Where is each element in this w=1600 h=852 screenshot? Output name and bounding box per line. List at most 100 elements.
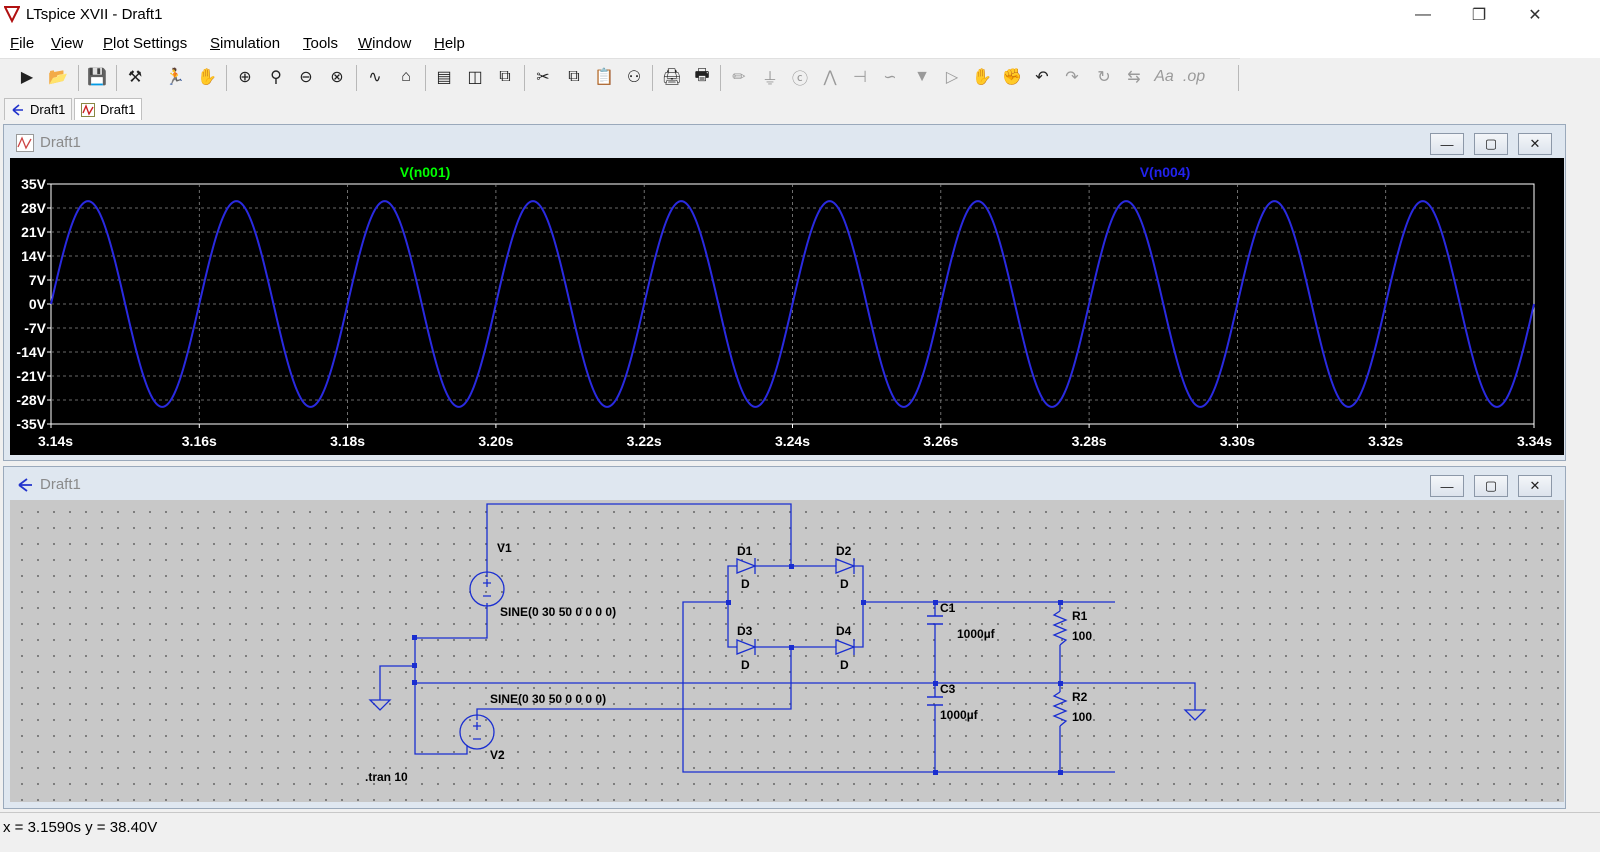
voltage-source-v1[interactable] xyxy=(469,571,505,607)
zoom-cancel-icon[interactable]: ⊗ xyxy=(330,69,344,86)
label-d4[interactable]: D4 xyxy=(836,624,852,638)
run-simulation-icon[interactable]: 🏃 xyxy=(165,69,185,86)
drag-icon[interactable]: ✊ xyxy=(1002,69,1022,86)
zoom-out-icon[interactable]: ⊖ xyxy=(299,69,313,86)
undo-icon[interactable]: ↶ xyxy=(1035,69,1049,86)
wire[interactable] xyxy=(415,682,1196,710)
copy-icon[interactable]: ⧉ xyxy=(568,68,580,85)
label-v2[interactable]: V2 xyxy=(490,748,505,762)
resistor-icon[interactable]: ⋀ xyxy=(823,69,837,86)
minimize-button[interactable]: — xyxy=(1400,0,1446,30)
draw-wire-icon[interactable]: ✏ xyxy=(732,69,746,86)
label-d2[interactable]: D2 xyxy=(836,544,852,558)
tile-vertical-icon[interactable]: ◫ xyxy=(467,69,483,86)
find-icon[interactable]: ⚇ xyxy=(626,69,642,86)
label-d1[interactable]: D1 xyxy=(737,544,753,558)
voltage-source-v2[interactable] xyxy=(459,714,495,750)
label-r1-value[interactable]: 100 xyxy=(1072,629,1092,643)
save-icon[interactable]: 💾 xyxy=(87,69,107,86)
capacitor-c1[interactable] xyxy=(927,615,943,625)
waveform-window-titlebar[interactable]: Draft1 — ▢ ✕ xyxy=(4,125,1565,159)
schematic-window-titlebar[interactable]: Draft1 — ▢ ✕ xyxy=(4,467,1565,501)
label-r2[interactable]: R2 xyxy=(1072,690,1088,704)
menu-window[interactable]: Window xyxy=(358,35,412,52)
label-net-icon[interactable]: ⓒ xyxy=(791,71,808,88)
resistor-r2[interactable] xyxy=(1052,691,1068,727)
schematic-drawing[interactable]: V1 SINE(0 30 50 0 0 0 0) SINE(0 30 50 0 … xyxy=(10,500,1564,802)
close-button[interactable]: ✕ xyxy=(1512,0,1558,30)
label-d3[interactable]: D3 xyxy=(737,624,753,638)
label-d3-model[interactable]: D xyxy=(741,658,750,672)
cascade-icon[interactable]: ⧉ xyxy=(499,68,511,85)
label-c3[interactable]: C3 xyxy=(940,682,956,696)
print-icon[interactable]: 🖨 xyxy=(661,69,683,86)
label-c1-value[interactable]: 1000µf xyxy=(957,627,996,641)
label-v1[interactable]: V1 xyxy=(497,541,512,555)
spice-directive-icon[interactable]: .op xyxy=(1182,68,1206,85)
label-d1-model[interactable]: D xyxy=(741,577,750,591)
label-d4-model[interactable]: D xyxy=(840,658,849,672)
restore-button[interactable]: ❐ xyxy=(1456,0,1502,30)
diode-d1[interactable] xyxy=(736,558,757,574)
zoom-in-icon[interactable]: ⊕ xyxy=(238,69,252,86)
trace-v-n004[interactable] xyxy=(50,200,1535,408)
diode-d2[interactable] xyxy=(835,558,856,574)
menu-file[interactable]: File xyxy=(10,35,35,52)
redo-icon[interactable]: ↷ xyxy=(1065,69,1079,86)
label-r2-value[interactable]: 100 xyxy=(1072,710,1092,724)
zoom-area-icon[interactable]: ⚲ xyxy=(270,69,282,86)
ground-symbol[interactable] xyxy=(1183,709,1207,721)
wire[interactable] xyxy=(486,503,792,577)
spice-directive[interactable]: .tran 10 xyxy=(365,770,408,784)
move-icon[interactable]: ✋ xyxy=(972,69,992,86)
wire[interactable] xyxy=(727,565,864,602)
run-icon[interactable]: ▶ xyxy=(20,69,34,86)
legend-v-n001[interactable]: V(n001) xyxy=(400,164,451,180)
print-preview-icon[interactable]: 🖶 xyxy=(694,66,710,84)
diode-d4[interactable] xyxy=(835,639,856,655)
cut-icon[interactable]: ✂ xyxy=(536,69,550,86)
label-d2-model[interactable]: D xyxy=(840,577,849,591)
text-icon[interactable]: Aa xyxy=(1154,68,1174,85)
label-v2-value[interactable]: SINE(0 30 50 0 0 0 0) xyxy=(490,692,606,706)
tab-waveform[interactable]: Draft1 xyxy=(74,98,143,120)
ground-symbol[interactable] xyxy=(368,699,392,711)
component-icon[interactable]: ▷ xyxy=(945,69,959,86)
capacitor-icon[interactable]: ⊣ xyxy=(853,69,867,86)
wire[interactable] xyxy=(727,602,864,648)
wire[interactable] xyxy=(682,601,1115,773)
control-panel-icon[interactable]: ⚒ xyxy=(127,69,143,86)
menu-tools[interactable]: Tools xyxy=(303,35,339,52)
window-minimize-button[interactable]: — xyxy=(1430,475,1464,497)
paste-icon[interactable]: 📋 xyxy=(594,69,614,86)
window-maximize-button[interactable]: ▢ xyxy=(1474,475,1508,497)
autorange-icon[interactable]: ∿ xyxy=(368,69,382,86)
label-v1-value[interactable]: SINE(0 30 50 0 0 0 0) xyxy=(500,605,616,619)
menu-view[interactable]: View xyxy=(51,35,84,52)
ground-icon[interactable]: ⏚ xyxy=(761,71,778,88)
wire[interactable] xyxy=(379,665,415,700)
rotate-icon[interactable]: ↻ xyxy=(1097,69,1111,86)
schematic-canvas[interactable]: V1 SINE(0 30 50 0 0 0 0) SINE(0 30 50 0 … xyxy=(10,500,1564,802)
window-close-button[interactable]: ✕ xyxy=(1518,133,1552,155)
menu-simulation[interactable]: Simulation xyxy=(210,35,281,52)
plot-settings-icon[interactable]: ⌂ xyxy=(401,68,411,85)
window-minimize-button[interactable]: — xyxy=(1430,133,1464,155)
legend-v-n004[interactable]: V(n004) xyxy=(1140,164,1191,180)
label-c3-value[interactable]: 1000µf xyxy=(940,708,979,722)
menu-plot-settings[interactable]: Plot Settings xyxy=(103,35,188,52)
tab-schematic[interactable]: Draft1 xyxy=(4,98,73,120)
mirror-icon[interactable]: ⇆ xyxy=(1127,69,1141,86)
label-c1[interactable]: C1 xyxy=(940,601,956,615)
inductor-icon[interactable]: ∽ xyxy=(883,69,897,86)
diode-d3[interactable] xyxy=(736,639,757,655)
tile-horizontal-icon[interactable]: ▤ xyxy=(436,69,452,86)
window-close-button[interactable]: ✕ xyxy=(1518,475,1552,497)
resistor-r1[interactable] xyxy=(1052,610,1068,646)
capacitor-c3[interactable] xyxy=(927,696,943,706)
menu-help[interactable]: Help xyxy=(434,35,465,52)
window-maximize-button[interactable]: ▢ xyxy=(1474,133,1508,155)
diode-icon[interactable]: ▼ xyxy=(914,68,930,85)
